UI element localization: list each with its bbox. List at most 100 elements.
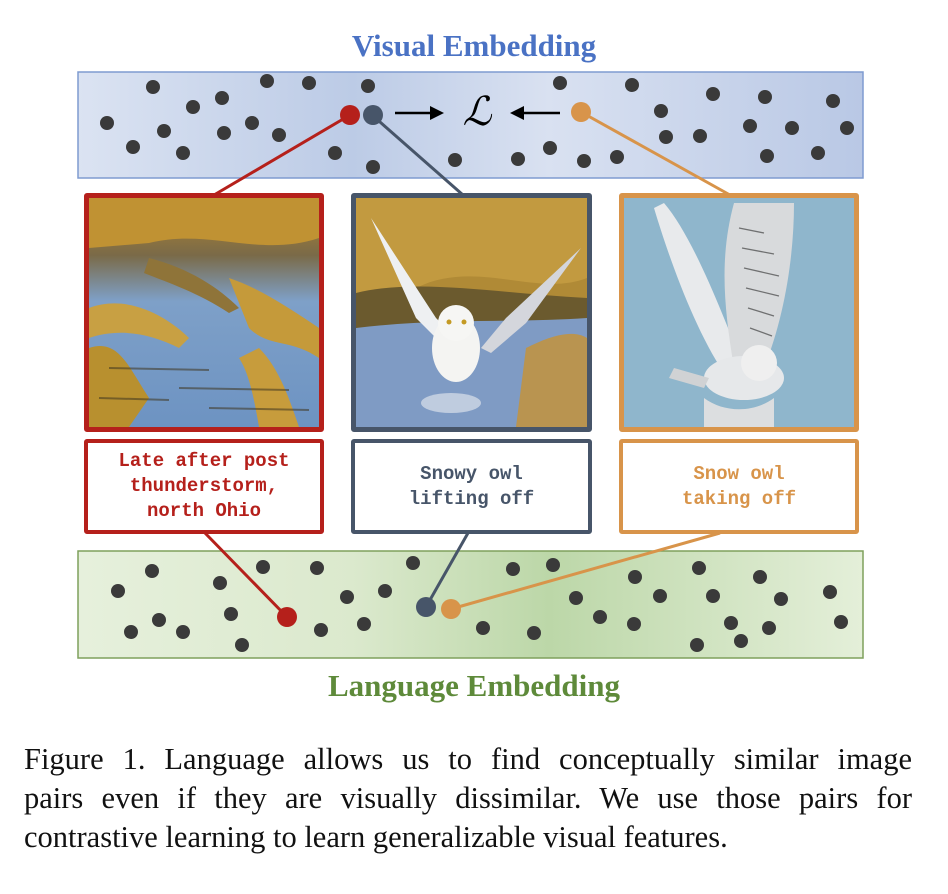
visual-embedding-point: [610, 150, 624, 164]
visual-embedding-point: [693, 129, 707, 143]
language-embedding-point: [357, 617, 371, 631]
caption-line: Snow owl: [693, 462, 785, 485]
caption-line: taking off: [681, 487, 797, 510]
language-embedding-point: [111, 584, 125, 598]
visual-embedding-point: [706, 87, 720, 101]
caption-line: Snowy owl: [420, 462, 523, 485]
language-embedding-point: [653, 589, 667, 603]
language-embedding-point: [706, 589, 720, 603]
visual-embedding-point: [543, 141, 557, 155]
caption-line: lifting off: [408, 487, 535, 510]
visual-embedding-point: [272, 128, 286, 142]
language-embedding-point: [176, 625, 190, 639]
visual-embedding-point: [840, 121, 854, 135]
visual-embedding-point: [553, 76, 567, 90]
visual-embedding-point: [260, 74, 274, 88]
visual-embedding-point: [654, 104, 668, 118]
caption-text-red: Late after post thunderstorm, north Ohio: [118, 449, 289, 524]
language-embedding-title: Language Embedding: [327, 668, 620, 703]
language-point-slate: [416, 597, 436, 617]
visual-point-red: [340, 105, 360, 125]
visual-embedding-point: [659, 130, 673, 144]
visual-embedding-point: [146, 80, 160, 94]
language-point-orange: [441, 599, 461, 619]
connector-slate-language: [424, 532, 470, 608]
visual-embedding-point: [366, 160, 380, 174]
connector-slate-visual: [371, 113, 464, 197]
snowy-owl-sky-image: [624, 198, 854, 427]
visual-embedding-band: [77, 71, 864, 179]
figure-caption: Figure 1. Language allows us to find con…: [24, 740, 912, 857]
arrow-right-head: [430, 106, 444, 120]
connector-orange-visual: [580, 110, 731, 197]
visual-point-orange: [571, 102, 591, 122]
language-embedding-point: [593, 610, 607, 624]
language-embedding-point: [823, 585, 837, 599]
visual-embedding-point: [215, 91, 229, 105]
language-embedding-point: [724, 616, 738, 630]
visual-embedding-point: [157, 124, 171, 138]
caption-line: Late after post: [118, 450, 290, 472]
visual-embedding-point: [100, 116, 114, 130]
visual-embedding-title: Visual Embedding: [351, 28, 597, 63]
caption-line: north Ohio: [146, 500, 262, 522]
image-card-orange[interactable]: [619, 193, 859, 432]
language-embedding-point: [213, 576, 227, 590]
image-card-slate[interactable]: [351, 193, 592, 432]
language-embedding-point: [628, 570, 642, 584]
flooded-field-image: [89, 198, 319, 427]
visual-embedding-point: [785, 121, 799, 135]
language-embedding-point: [340, 590, 354, 604]
language-embedding-point: [378, 584, 392, 598]
language-embedding-point: [762, 621, 776, 635]
language-embedding-point: [753, 570, 767, 584]
image-card-red[interactable]: [84, 193, 324, 432]
caption-box-slate[interactable]: Snowy owl lifting off: [351, 439, 592, 534]
caption-line: thunderstorm,: [129, 475, 279, 497]
language-embedding-point: [152, 613, 166, 627]
visual-embedding-point: [186, 100, 200, 114]
language-embedding-point: [124, 625, 138, 639]
language-embedding-point: [314, 623, 328, 637]
language-embedding-point: [506, 562, 520, 576]
language-embedding-point: [476, 621, 490, 635]
loss-arrows: ℒ: [395, 89, 560, 135]
language-embedding-point: [527, 626, 541, 640]
language-embedding-point: [690, 638, 704, 652]
language-embedding-point: [145, 564, 159, 578]
language-embedding-point: [310, 561, 324, 575]
visual-embedding-point: [743, 119, 757, 133]
visual-embedding-point: [361, 79, 375, 93]
caption-box-red[interactable]: Late after post thunderstorm, north Ohio: [84, 439, 324, 534]
language-embedding-point: [235, 638, 249, 652]
arrow-left-head: [510, 106, 524, 120]
caption-line-1: Figure 1. Language allows us to find con…: [24, 742, 912, 776]
visual-embedding-point: [217, 126, 231, 140]
visual-embedding-point: [760, 149, 774, 163]
caption-text-slate: Snowy owl lifting off: [409, 462, 534, 512]
visual-embedding-point: [176, 146, 190, 160]
loss-symbol: ℒ: [463, 89, 493, 135]
language-embedding-point: [406, 556, 420, 570]
visual-embedding-point: [758, 90, 772, 104]
visual-point-slate: [363, 105, 383, 125]
language-embedding-point: [774, 592, 788, 606]
visual-embedding-point: [826, 94, 840, 108]
language-embedding-point: [569, 591, 583, 605]
connector-orange-language: [450, 531, 721, 611]
caption-text-orange: Snow owl taking off: [682, 462, 796, 512]
snowy-owl-water-image: [356, 198, 587, 427]
language-embedding-point: [224, 607, 238, 621]
language-embedding-point: [692, 561, 706, 575]
caption-line-2: pairs even if they are visually dissimil…: [24, 781, 912, 815]
visual-embedding-point: [328, 146, 342, 160]
language-point-red: [277, 607, 297, 627]
language-embedding-point: [734, 634, 748, 648]
caption-box-orange[interactable]: Snow owl taking off: [619, 439, 859, 534]
caption-line-3: contrastive learning to learn generaliza…: [24, 820, 728, 854]
connector-red-visual: [213, 113, 351, 197]
visual-embedding-point: [448, 153, 462, 167]
language-embedding-point: [546, 558, 560, 572]
language-embedding-point: [627, 617, 641, 631]
